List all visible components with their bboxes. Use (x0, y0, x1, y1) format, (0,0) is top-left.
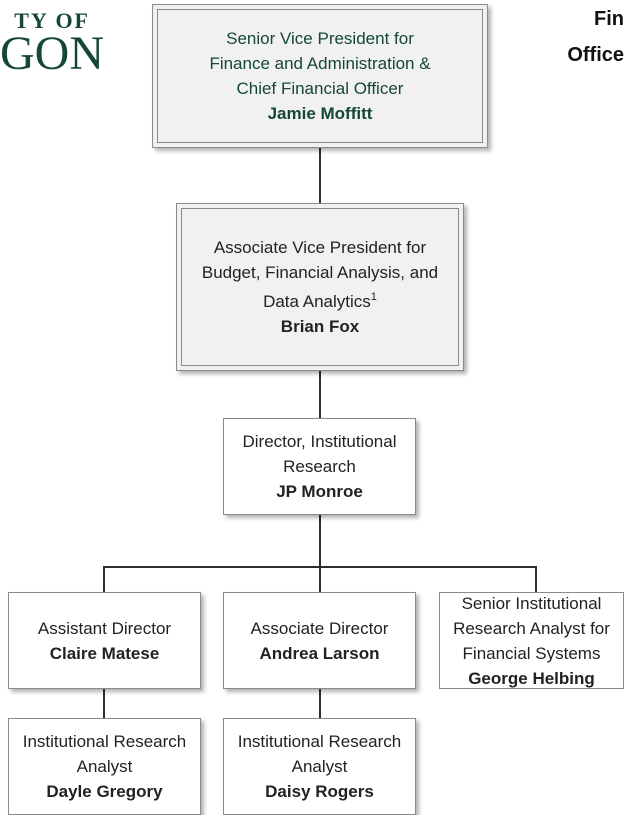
node-title-line: Associate Vice President for (213, 238, 427, 258)
node-title-line: Chief Financial Officer (236, 79, 404, 98)
node-title-line: Budget, Financial Analysis, and (201, 263, 439, 283)
logo-text-top: TY OF (14, 8, 90, 33)
connector-bus-assistant (103, 566, 105, 593)
node-name: Claire Matese (49, 643, 160, 663)
connector-associate-analyst (319, 688, 321, 718)
node-title-line: Research (283, 457, 356, 476)
page-title-line1: Fin (594, 8, 624, 30)
connector-svp-avp (319, 147, 321, 204)
org-node-analyst-2: Institutional Research Analyst Daisy Rog… (223, 718, 416, 815)
node-name: Daisy Rogers (265, 782, 374, 801)
logo-text-bottom: GON (0, 27, 104, 80)
node-title-line: Director, Institutional (242, 432, 397, 451)
node-name: Dayle Gregory (46, 782, 163, 801)
connector-assistant-analyst (103, 688, 105, 718)
node-title-line: Institutional Research (22, 732, 187, 751)
node-title-line: Senior Institutional (461, 593, 602, 613)
connector-avp-director (319, 370, 321, 418)
footnote-marker: 1 (370, 291, 377, 304)
node-name: Brian Fox (280, 316, 360, 336)
node-title-line: Senior Vice President for (226, 29, 414, 48)
node-title-line: Associate Director (250, 618, 389, 638)
org-node-senior-analyst: Senior Institutional Research Analyst fo… (439, 592, 624, 689)
node-title-line: Analyst (76, 757, 133, 776)
node-title-line: Financial Systems (462, 643, 601, 663)
org-node-assistant-director: Assistant Director Claire Matese (8, 592, 201, 689)
connector-bus-associate (319, 566, 321, 593)
node-title-text: Data Analytics (263, 291, 371, 311)
node-title-line: Research Analyst for (453, 618, 610, 638)
node-title-line: Analyst (291, 757, 348, 776)
node-name: Jamie Moffitt (267, 104, 373, 123)
node-title-line: Data Analytics1 (263, 285, 377, 314)
node-name: George Helbing (468, 668, 595, 688)
org-node-associate-director: Associate Director Andrea Larson (223, 592, 416, 689)
connector-director-bus (319, 515, 321, 568)
page-title-line2: Office (567, 44, 624, 66)
node-title-line: Finance and Administration & (209, 54, 431, 73)
node-name: Andrea Larson (259, 643, 380, 663)
connector-bus-senior (535, 566, 537, 593)
org-node-svp: Senior Vice President for Finance and Ad… (152, 4, 488, 148)
node-name: JP Monroe (276, 482, 363, 501)
org-node-avp: Associate Vice President for Budget, Fin… (176, 203, 464, 371)
org-node-director: Director, Institutional Research JP Monr… (223, 418, 416, 515)
org-node-analyst-1: Institutional Research Analyst Dayle Gre… (8, 718, 201, 815)
node-title-line: Assistant Director (37, 618, 172, 638)
node-title-line: Institutional Research (237, 732, 402, 751)
